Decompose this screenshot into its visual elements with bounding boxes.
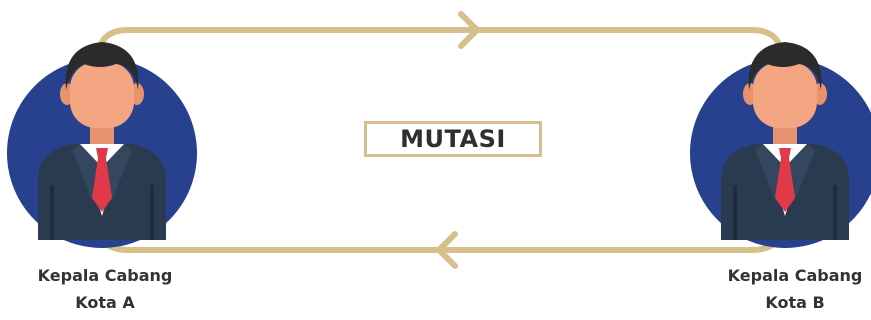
mutasi-label: MUTASI — [400, 125, 506, 153]
person-a-avatar — [7, 42, 197, 248]
person-b-title: Kepala Cabang — [727, 266, 863, 285]
arrow-left-icon — [436, 231, 458, 269]
person-b-avatar — [690, 42, 871, 248]
person-b-city: Kota B — [765, 293, 825, 312]
person-a-caption: Kepala Cabang Kota A — [5, 262, 205, 316]
mutasi-label-box: MUTASI — [364, 121, 542, 157]
person-b-caption: Kepala Cabang Kota B — [695, 262, 871, 316]
arrow-right-icon — [458, 11, 480, 49]
top-transfer-path — [95, 27, 785, 63]
person-a-title: Kepala Cabang — [37, 266, 173, 285]
person-a-city: Kota A — [75, 293, 135, 312]
